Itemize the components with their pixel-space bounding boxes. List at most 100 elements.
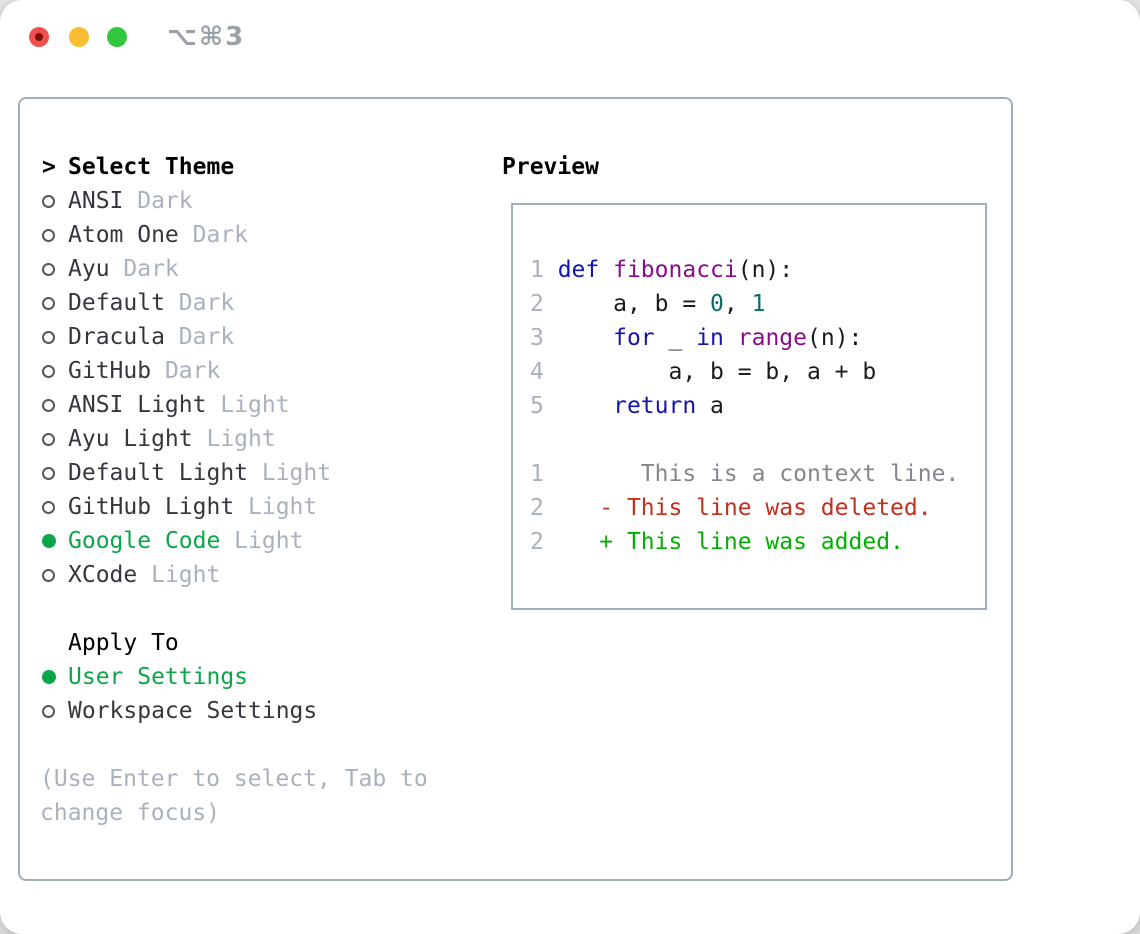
option-label: Ayu Light: [68, 426, 193, 452]
radio-unselected-icon: [42, 568, 55, 582]
radio-unselected-icon: [42, 262, 55, 276]
apply-to-title: Apply To: [68, 630, 179, 656]
code-token: [724, 325, 738, 351]
theme-option-google-code[interactable]: Google Code Light: [42, 524, 331, 558]
code-token: ,: [723, 291, 752, 317]
hint-text: (Use Enter to select, Tab to change focu…: [40, 766, 428, 826]
theme-option-github[interactable]: GitHub Dark: [42, 354, 331, 388]
close-dot-icon: [35, 33, 43, 41]
diff-line-context: 1 This is a context line.: [530, 457, 985, 491]
code-token: fibonacci: [613, 257, 738, 283]
minimize-button[interactable]: [69, 27, 89, 47]
option-variant: Dark: [178, 222, 249, 248]
option-label: Workspace Settings: [68, 698, 318, 724]
line-number: 2: [530, 495, 558, 521]
code-token: a: [696, 393, 724, 419]
line-number: 4: [530, 359, 558, 385]
code-token: (n):: [737, 257, 794, 283]
code-token: def: [557, 257, 600, 283]
option-label: GitHub Light: [68, 494, 235, 520]
option-variant: Dark: [151, 358, 221, 384]
option-label: Default Light: [68, 460, 249, 486]
code-token: _: [654, 325, 697, 351]
line-number: 5: [530, 393, 558, 419]
diff-preview: 1 This is a context line.2 - This line w…: [530, 457, 985, 559]
option-variant: Dark: [164, 324, 235, 350]
close-button[interactable]: [29, 27, 49, 47]
code-line: 1 def fibonacci(n):: [530, 253, 985, 287]
window-title: ⌥⌘3: [167, 22, 246, 52]
code-line: 3 for _ in range(n):: [530, 321, 985, 355]
option-label: ANSI Light: [68, 392, 207, 418]
code-token: (n):: [807, 325, 863, 351]
apply-to-header: Apply To: [42, 626, 317, 660]
radio-unselected-icon: [42, 398, 55, 412]
theme-option-ansi-light[interactable]: ANSI Light Light: [42, 388, 331, 422]
code-token: [558, 325, 613, 351]
line-number: 1: [530, 461, 558, 487]
code-token: return: [613, 393, 697, 419]
radio-selected-icon: [42, 534, 56, 548]
code-token: 1: [751, 291, 766, 317]
apply-option-user-settings[interactable]: User Settings: [42, 660, 317, 694]
apply-option-workspace-settings[interactable]: Workspace Settings: [42, 694, 317, 728]
option-label: Default: [68, 290, 165, 316]
option-label: Google Code: [68, 528, 221, 554]
theme-option-default[interactable]: Default Dark: [42, 286, 331, 320]
theme-option-ansi[interactable]: ANSI Dark: [42, 184, 331, 218]
line-number: 2: [530, 291, 558, 317]
option-label: ANSI: [68, 188, 124, 214]
radio-unselected-icon: [42, 500, 55, 514]
diff-text: - This line was deleted.: [557, 495, 932, 521]
radio-unselected-icon: [42, 228, 55, 242]
diff-text: + This line was added.: [557, 529, 904, 555]
theme-option-default-light[interactable]: Default Light Light: [42, 456, 331, 490]
line-number: 3: [530, 325, 558, 351]
theme-option-ayu[interactable]: Ayu Dark: [42, 252, 331, 286]
radio-selected-icon: [42, 670, 56, 684]
code-token: a, b = b, a + b: [557, 359, 877, 385]
theme-option-ayu-light[interactable]: Ayu Light Light: [42, 422, 331, 456]
zoom-button[interactable]: [107, 27, 127, 47]
option-variant: Light: [220, 528, 304, 554]
option-variant: Light: [248, 460, 332, 486]
theme-list-title: Select Theme: [68, 154, 235, 180]
code-line: 5 return a: [530, 389, 985, 423]
option-variant: Light: [206, 392, 290, 418]
theme-option-atom-one[interactable]: Atom One Dark: [42, 218, 331, 252]
option-label: XCode: [68, 562, 138, 588]
code-token: a, b =: [557, 291, 711, 317]
radio-unselected-icon: [42, 466, 55, 480]
option-variant: Dark: [109, 256, 179, 282]
theme-option-dracula[interactable]: Dracula Dark: [42, 320, 331, 354]
diff-text: This is a context line.: [557, 461, 960, 487]
code-token: range: [737, 325, 807, 351]
cursor-icon: >: [42, 154, 56, 180]
option-variant: Light: [234, 494, 318, 520]
option-label: Dracula: [68, 324, 165, 350]
radio-unselected-icon: [42, 330, 55, 344]
radio-unselected-icon: [42, 432, 55, 446]
code-line: 2 a, b = 0, 1: [530, 287, 985, 321]
radio-unselected-icon: [42, 704, 55, 718]
line-number: 1: [530, 257, 558, 283]
option-variant: Dark: [123, 188, 193, 214]
theme-option-github-light[interactable]: GitHub Light Light: [42, 490, 331, 524]
option-label: Atom One: [68, 222, 179, 248]
line-number: 2: [530, 529, 558, 555]
option-label: Ayu: [68, 256, 110, 282]
code-token: in: [696, 325, 724, 351]
code-token: for: [613, 325, 655, 351]
option-label: User Settings: [68, 664, 249, 690]
radio-unselected-icon: [42, 364, 55, 378]
diff-line-deleted: 2 - This line was deleted.: [530, 491, 985, 525]
theme-option-xcode[interactable]: XCode Light: [42, 558, 331, 592]
preview-title: Preview: [502, 154, 599, 180]
radio-unselected-icon: [42, 194, 55, 208]
